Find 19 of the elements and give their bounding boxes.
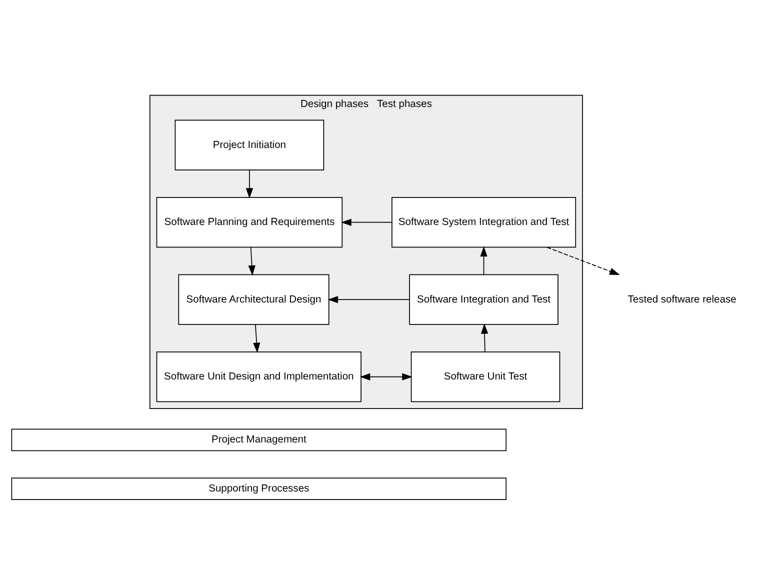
arrow (546, 246, 620, 276)
arrow (480, 246, 488, 275)
node-box: Software System Integration and Test (392, 197, 576, 248)
arrow (480, 323, 488, 352)
node-box: Software Unit Design and Implementation (156, 352, 362, 402)
arrow (360, 373, 412, 380)
node-box: Project Initiation (174, 120, 324, 170)
arrow (248, 247, 256, 276)
arrow (341, 218, 392, 226)
node-box: Supporting Processes (11, 478, 507, 500)
arrow (253, 324, 260, 353)
node-box: Project Management (11, 428, 507, 452)
node-text: Tested software release (628, 294, 736, 306)
node-box: Software Integration and Test (409, 274, 558, 325)
node-box: Software Planning and Requirements (156, 197, 343, 248)
node-box: Software Architectural Design (178, 274, 330, 325)
arrow (328, 296, 410, 304)
arrow (246, 170, 254, 198)
node-box: Software Unit Test (410, 352, 560, 402)
